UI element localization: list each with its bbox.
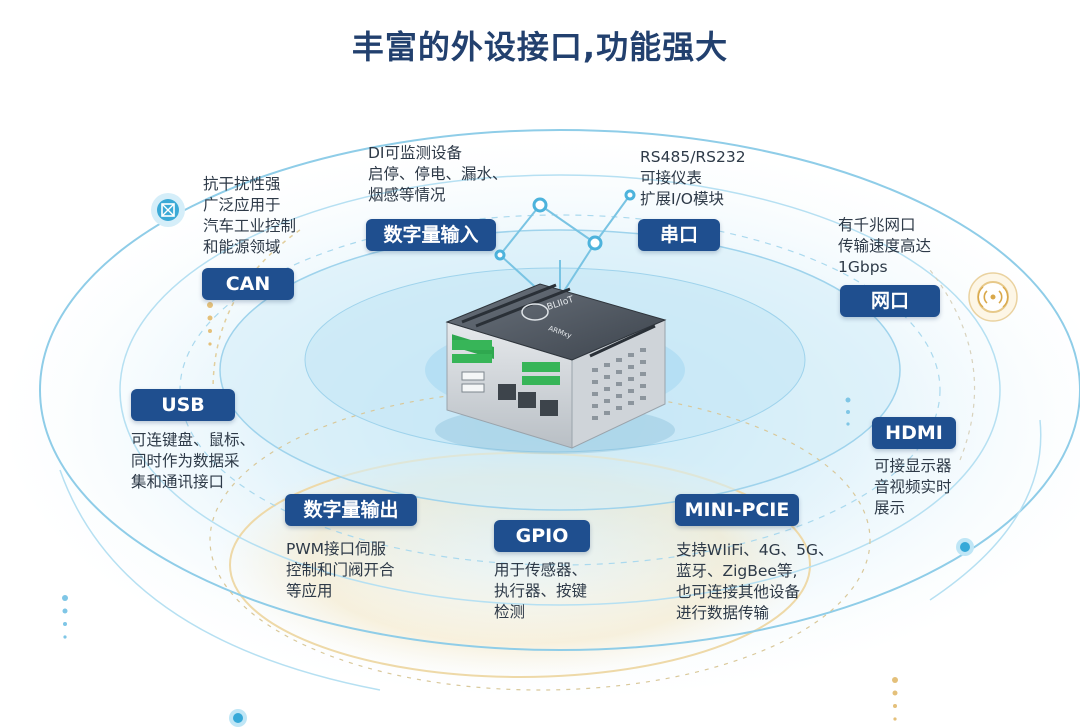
usb-description: 可连键盘、鼠标、 同时作为数据采 集和通讯接口 [131,431,256,491]
page-title: 丰富的外设接口,功能强大 [351,28,729,66]
arc-right-lower [929,419,1042,601]
serial-badge: 串口 [638,219,720,251]
can-badge: CAN [202,268,294,300]
usb-badge: USB [131,389,235,421]
armxy-device: BLIIoT ARMxy [435,283,675,454]
gpio-badge: GPIO [494,520,590,552]
net-description: 有千兆网口 传输速度高达 1Gbps [838,216,932,276]
wireless-signal-icon [968,272,1018,322]
arc-left-lower [59,469,381,691]
do-description: PWM接口伺服 控制和门阀开合 等应用 [286,540,395,600]
di-badge: 数字量输入 [366,219,496,251]
dot-trail-bottom-right [892,677,898,721]
dot-trail-left [207,302,213,346]
dashed-arc-right [929,269,976,461]
dot-trail-right [845,397,851,426]
do-badge: 数字量输出 [285,494,417,526]
can-bus-icon [151,193,185,227]
pcie-description: 支持WIiFi、4G、5G、 蓝牙、ZigBee等, 也可连接其他设备 进行数据… [676,541,834,622]
hdmi-badge: HDMI [872,417,956,449]
di-description: DI可监测设备 启停、停电、漏水、 烟感等情况 [368,144,508,204]
serial-description: RS485/RS232 可接仪表 扩展I/O模块 [640,148,746,208]
gpio-description: 用于传感器、 执行器、按键 检测 [494,561,588,621]
dot-trail-bottom-left [62,595,68,639]
pcie-badge: MINI-PCIE [675,494,799,526]
network-nodes [494,189,636,261]
net-badge: 网口 [840,285,940,317]
ring-2 [119,174,1001,606]
hdmi-description: 可接显示器 音视频实时 展示 [874,457,952,517]
can-description: 抗干扰性强 广泛应用于 汽车工业控制 和能源领域 [203,175,297,256]
ring-outer [39,129,1080,651]
